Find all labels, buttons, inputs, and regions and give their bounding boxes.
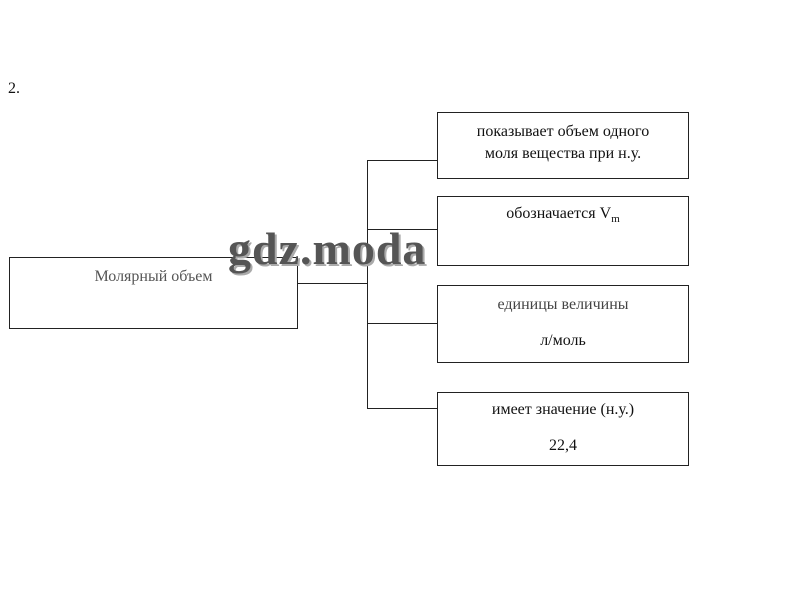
task-number: 2.: [8, 80, 20, 97]
property-box-value: имеет значение (н.у.) 22,4: [437, 392, 689, 466]
center-label: Молярный объем: [94, 268, 213, 285]
connector-2: [367, 229, 437, 230]
property-box-description: показывает объем одного моля вещества пр…: [437, 112, 689, 179]
box-subscript: m: [611, 213, 620, 226]
connector-3: [367, 323, 437, 324]
box-text: л/моль: [540, 332, 586, 349]
box-text: единицы величины: [497, 296, 629, 313]
connector-trunk: [367, 160, 368, 409]
property-box-units: единицы величины л/моль: [437, 285, 689, 363]
box-text: показывает объем одного: [476, 123, 650, 140]
box-text: моля вещества при н.у.: [484, 145, 642, 162]
box-text: имеет значение (н.у.): [491, 401, 635, 418]
connector-1: [367, 160, 437, 161]
center-box: Молярный объем: [9, 257, 298, 329]
watermark: gdz.moda: [228, 223, 427, 274]
connector-center: [297, 283, 367, 284]
connector-4: [367, 408, 437, 409]
box-text: обозначается V: [506, 205, 612, 222]
box-text: 22,4: [549, 437, 577, 454]
property-box-symbol: обозначается Vm: [437, 196, 689, 266]
